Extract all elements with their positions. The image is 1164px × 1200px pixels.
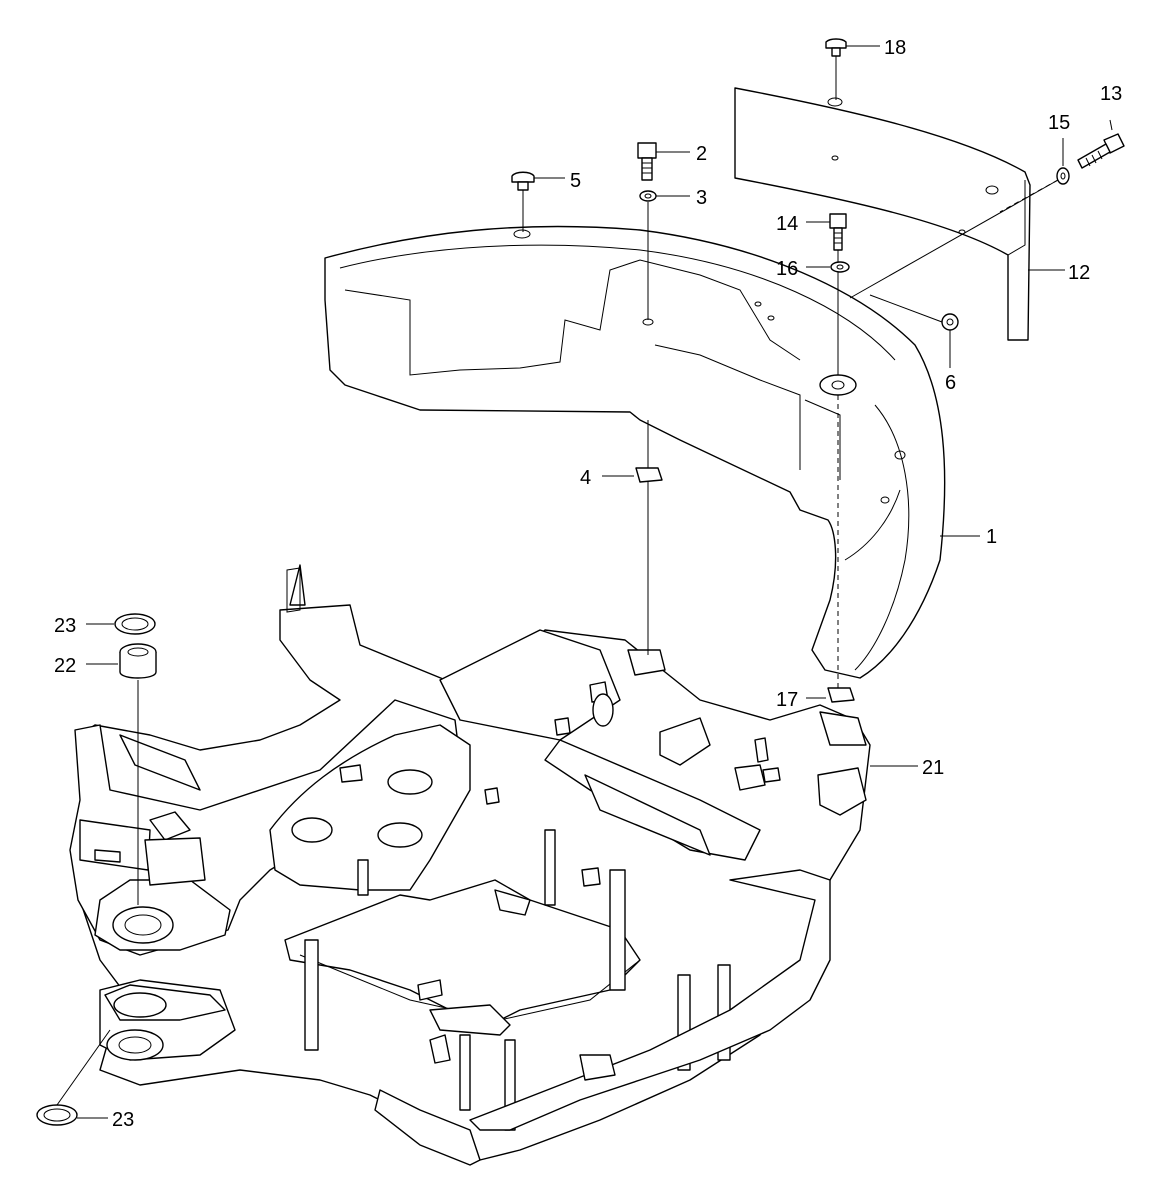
callout-13: 13 (1100, 83, 1122, 105)
callout-18: 18 (884, 37, 906, 59)
callout-15: 15 (1048, 112, 1070, 134)
assembly-lines (56, 56, 1059, 1106)
callout-17: 17 (776, 689, 798, 711)
callout-23-top: 23 (54, 615, 76, 637)
callout-12: 12 (1068, 262, 1090, 284)
counterweight-plate (734, 87, 1031, 341)
callout-3: 3 (696, 187, 707, 209)
upper-frame (69, 564, 871, 1166)
callout-labels: 1 2 3 4 5 6 12 13 15 14 16 17 18 21 22 2… (54, 37, 1122, 1131)
callout-14: 14 (776, 213, 798, 235)
callout-6: 6 (945, 372, 956, 394)
callout-23-bottom: 23 (112, 1109, 134, 1131)
callout-16: 16 (776, 258, 798, 280)
counterweight-main (324, 225, 946, 679)
callout-4: 4 (580, 467, 591, 489)
callout-5: 5 (570, 170, 581, 192)
callout-21: 21 (922, 757, 944, 779)
callout-leaders (77, 45, 1113, 1119)
callout-1: 1 (986, 526, 997, 548)
callout-2: 2 (696, 143, 707, 165)
hardware (36, 38, 1125, 1126)
callout-22: 22 (54, 655, 76, 677)
